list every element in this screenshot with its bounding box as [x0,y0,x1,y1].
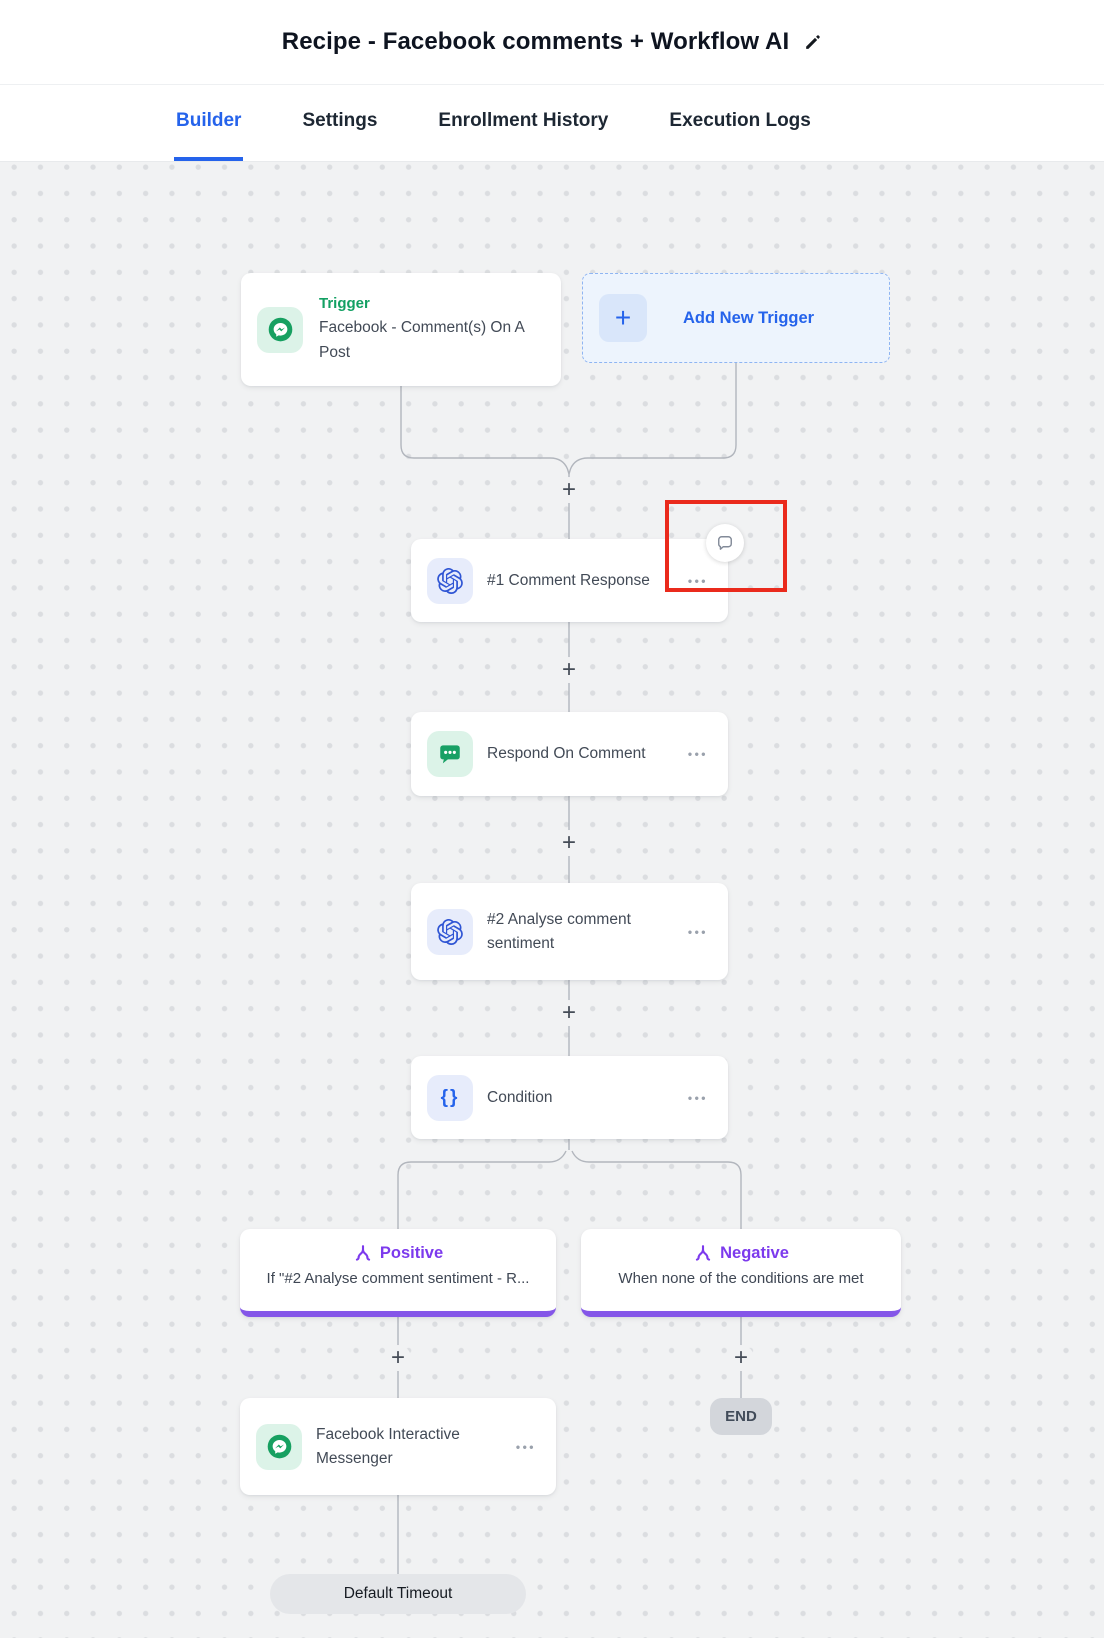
add-step-button[interactable]: + [556,657,582,683]
node-respond-on-comment[interactable]: Respond On Comment ••• [411,712,728,796]
trigger-node[interactable]: Trigger Facebook - Comment(s) On A Post [241,273,561,386]
pencil-icon [806,34,820,49]
add-step-button[interactable]: + [556,830,582,856]
node-facebook-interactive-messenger[interactable]: Facebook Interactive Messenger ••• [240,1398,556,1495]
plus-icon: + [599,294,647,342]
branch-negative[interactable]: Negative When none of the conditions are… [581,1229,901,1317]
default-timeout-pill[interactable]: Default Timeout [270,1574,526,1614]
node-condition[interactable]: {} Condition ••• [411,1056,728,1139]
split-icon [355,1245,371,1261]
add-step-button[interactable]: + [728,1345,754,1371]
node-title: #1 Comment Response [487,571,650,589]
tab-settings[interactable]: Settings [302,110,378,131]
page-title: Recipe - Facebook comments + Workflow AI [281,28,790,55]
node-menu-button[interactable]: ••• [687,573,708,588]
trigger-title: Facebook - Comment(s) On A Post [319,318,525,361]
node-comment-response[interactable]: #1 Comment Response ••• [411,539,728,622]
workflow-canvas: Trigger Facebook - Comment(s) On A Post … [0,162,1104,1638]
add-step-button[interactable]: + [556,1000,582,1026]
braces-icon: {} [440,1086,460,1108]
tab-enrollment-history[interactable]: Enrollment History [438,110,609,131]
annotation-red-box [665,500,787,592]
node-analyse-sentiment[interactable]: #2 Analyse comment sentiment ••• [411,883,728,980]
branch-positive[interactable]: Positive If "#2 Analyse comment sentimen… [240,1229,556,1317]
node-title: Condition [487,1088,553,1106]
node-title: #2 Analyse comment sentiment [487,910,631,952]
messenger-icon [268,317,292,342]
trigger-label: Trigger [319,294,370,312]
node-menu-button[interactable]: ••• [515,1439,536,1454]
split-icon [695,1245,711,1261]
page-header: Recipe - Facebook comments + Workflow AI [0,0,1104,85]
messenger-icon [267,1434,291,1459]
end-badge: END [710,1398,772,1435]
node-menu-button[interactable]: ••• [687,924,708,939]
add-step-button[interactable]: + [385,1345,411,1371]
tab-execution-logs[interactable]: Execution Logs [669,110,811,131]
add-new-trigger-label: Add New Trigger [683,308,815,327]
comment-bubble-icon [440,745,460,764]
branch-label: Negative [720,1243,789,1262]
connector-lines [397,363,742,1574]
tab-bar: Builder Settings Enrollment History Exec… [0,85,1104,162]
chat-bubble-icon [718,536,732,550]
node-menu-button[interactable]: ••• [687,747,708,761]
add-step-button[interactable]: + [556,477,582,503]
openai-icon [437,567,463,594]
node-menu-button[interactable]: ••• [687,1090,708,1105]
openai-icon [437,918,463,945]
edit-title-button[interactable] [803,33,822,52]
add-new-trigger-button[interactable]: + Add New Trigger [582,273,890,363]
branch-condition-text: If "#2 Analyse comment sentiment - R... [266,1270,530,1287]
tab-builder[interactable]: Builder [174,85,244,161]
node-title: Respond On Comment [487,745,646,762]
node-title: Facebook Interactive Messenger [316,1425,460,1467]
branch-label: Positive [379,1243,444,1262]
comment-action-button[interactable] [706,524,744,562]
branch-condition-text: When none of the conditions are met [618,1270,864,1287]
